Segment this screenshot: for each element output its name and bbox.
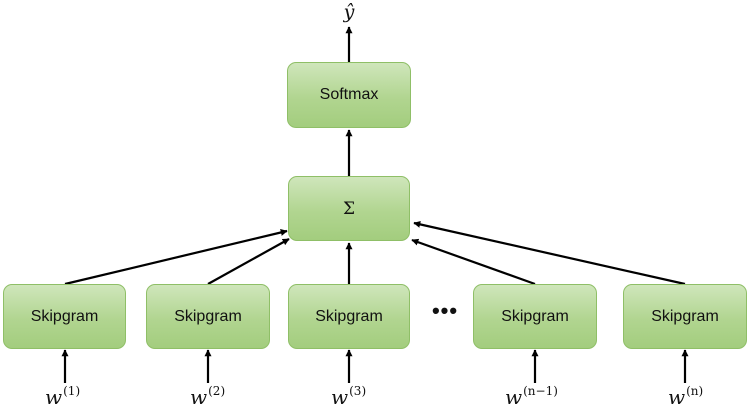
skipgram-box-2: Skipgram [146,284,270,349]
softmax-label: Softmax [319,86,379,103]
output-label: ŷ [343,1,355,23]
input-base: w [668,385,686,408]
input-superscript: (n−1) [523,384,558,398]
skipgram-box-1: Skipgram [3,284,126,349]
input-superscript: (n) [686,384,704,398]
input-base: w [505,385,523,408]
arrow-skipgram-5-to-sum [413,220,686,286]
input-base: w [45,385,63,408]
skipgram-box-4: Skipgram [473,284,597,349]
skipgram-box-3: Skipgram [288,284,410,349]
skipgram-box-5: Skipgram [623,284,747,349]
ellipsis: ••• [431,298,459,323]
skipgram-label: Skipgram [30,307,99,325]
input-label-1: w(1) [45,384,80,408]
skipgram-label: Skipgram [174,307,242,325]
sum-box: Σ [288,176,410,241]
input-superscript: (1) [63,384,81,398]
arrow-skipgram-2-to-sum [207,238,290,285]
sum-label: Σ [342,198,356,219]
input-label-5: w(n) [668,384,703,408]
skipgram-label: Skipgram [651,307,719,325]
input-base: w [331,385,349,408]
input-label-4: w(n−1) [505,384,558,408]
input-superscript: (3) [349,384,367,398]
arrow-skipgram-4-to-sum [411,238,536,286]
input-superscript: (2) [208,384,226,398]
skipgram-label: Skipgram [315,307,383,325]
arrow-skipgram-1-to-sum [64,229,288,286]
input-label-2: w(2) [190,384,225,408]
input-base: w [190,385,208,408]
skipgram-label: Skipgram [501,307,569,325]
input-label-3: w(3) [331,384,366,408]
softmax-box: Softmax [287,62,411,128]
